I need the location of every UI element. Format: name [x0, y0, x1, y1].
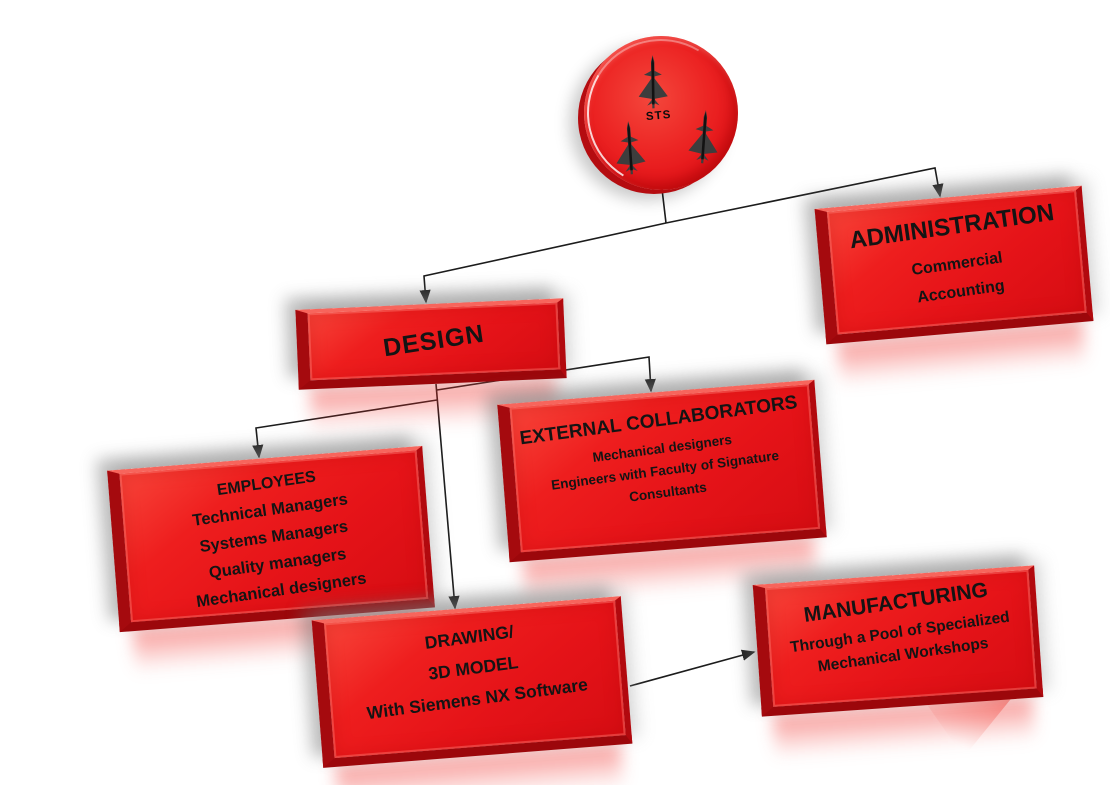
node-title: DESIGN: [381, 319, 487, 363]
node-box: DESIGN: [295, 298, 567, 390]
fighter-jet-icon: [688, 110, 718, 164]
connector-sts-stub: [661, 188, 667, 224]
node-title: ADMINISTRATION: [847, 198, 1056, 255]
connector-sts-administration: [665, 167, 944, 224]
node-box: ADMINISTRATION Commercial Accounting: [814, 185, 1094, 345]
sts-label: STS: [645, 108, 672, 124]
fighter-jet-icon: [638, 55, 668, 109]
sts-coin: STS: [584, 36, 738, 190]
node-employees: EMPLOYEES Technical Managers Systems Man…: [107, 445, 435, 633]
node-box: DRAWING/ 3D MODEL With Siemens NX Softwa…: [311, 596, 633, 768]
node-administration: ADMINISTRATION Commercial Accounting: [814, 185, 1094, 345]
node-manufacturing: MANUFACTURING Through a Pool of Speciali…: [752, 565, 1044, 717]
node-box: EMPLOYEES Technical Managers Systems Man…: [107, 445, 435, 633]
connector-drawing-manufacturing: [629, 649, 756, 687]
node-box: EXTERNAL COLLABORATORS Mechanical design…: [497, 379, 827, 563]
connector-sts-design: [419, 222, 667, 304]
node-external-collaborators: EXTERNAL COLLABORATORS Mechanical design…: [497, 379, 827, 563]
node-sts-logo: STS: [584, 36, 738, 190]
fighter-jet-icon: [616, 121, 646, 175]
node-design: DESIGN: [295, 298, 567, 390]
node-drawing-3d-model: DRAWING/ 3D MODEL With Siemens NX Softwa…: [311, 596, 633, 768]
node-box: MANUFACTURING Through a Pool of Speciali…: [752, 565, 1044, 717]
